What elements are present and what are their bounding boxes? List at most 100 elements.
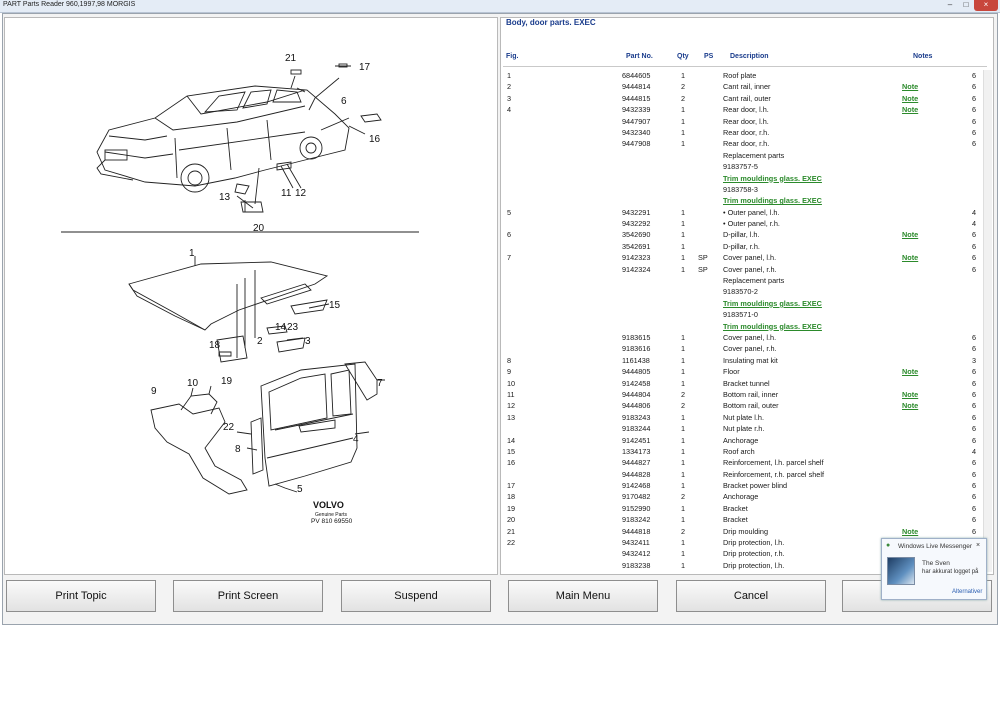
row-part-no: 9432411	[622, 538, 650, 548]
row-description[interactable]: Trim mouldings glass. EXEC	[723, 298, 822, 308]
row-value: 6	[972, 435, 977, 445]
callout-22: 22	[223, 422, 235, 433]
row-description: Rear door, r.h.	[723, 127, 770, 137]
row-fig: 3	[507, 93, 512, 103]
row-value: 6	[972, 344, 977, 354]
table-row[interactable]: 9183757-5	[500, 161, 990, 172]
row-description[interactable]: Trim mouldings glass. EXEC	[723, 321, 822, 331]
row-fig: 9	[507, 367, 512, 377]
main-menu-button[interactable]: Main Menu	[508, 580, 658, 612]
row-description: Roof arch	[723, 446, 755, 456]
table-row[interactable]: Replacement parts	[500, 275, 990, 286]
table-row[interactable]: Trim mouldings glass. EXEC	[500, 173, 990, 184]
row-qty: 1	[681, 219, 686, 229]
parts-scrollbar[interactable]	[983, 70, 992, 572]
row-value: 6	[972, 515, 977, 525]
cancel-button[interactable]: Cancel	[676, 580, 826, 612]
toast-options-link[interactable]: Alternativer	[952, 589, 983, 595]
table-row[interactable]: Trim mouldings glass. EXEC	[500, 321, 990, 332]
table-row[interactable]: Trim mouldings glass. EXEC	[500, 195, 990, 206]
row-note-link[interactable]: Note	[902, 93, 919, 103]
maximize-icon[interactable]: □	[963, 0, 969, 9]
row-description: 9183571-0	[723, 310, 758, 320]
row-description[interactable]: Trim mouldings glass. EXEC	[723, 196, 822, 206]
row-part-no: 1334173	[622, 446, 651, 456]
row-note-link[interactable]: Note	[902, 82, 919, 92]
minimize-icon[interactable]: –	[947, 0, 953, 9]
toast-close-icon[interactable]: ×	[976, 542, 981, 549]
row-description: 9183570-2	[723, 287, 758, 297]
row-part-no: 9444805	[622, 367, 651, 377]
messenger-notification[interactable]: ● Windows Live Messenger × The Sven har …	[881, 538, 987, 600]
table-row[interactable]: Trim mouldings glass. EXEC	[500, 298, 990, 309]
table-row[interactable]: 9183758-3	[500, 184, 990, 195]
table-row[interactable]: 9183570-2	[500, 286, 990, 297]
suspend-button[interactable]: Suspend	[341, 580, 491, 612]
row-ps: SP	[698, 253, 708, 263]
row-fig: 16	[507, 458, 516, 468]
row-description: Drip moulding	[723, 526, 769, 536]
row-note-link[interactable]: Note	[902, 105, 919, 115]
row-qty: 1	[681, 503, 686, 513]
table-row[interactable]: 9183571-0	[500, 309, 990, 320]
row-part-no: 9444828	[622, 469, 651, 479]
row-description[interactable]: Trim mouldings glass. EXEC	[723, 173, 822, 183]
print-topic-button[interactable]: Print Topic	[6, 580, 156, 612]
close-icon[interactable]: ×	[974, 0, 998, 11]
table-row[interactable]: Replacement parts	[500, 150, 990, 161]
print-screen-button[interactable]: Print Screen	[173, 580, 323, 612]
row-note-link[interactable]: Note	[902, 389, 919, 399]
row-note-link[interactable]: Note	[902, 230, 919, 240]
callout-19: 19	[221, 376, 233, 387]
row-part-no: 9183244	[622, 424, 651, 434]
callout-13: 13	[219, 192, 231, 203]
row-note-link[interactable]: Note	[902, 526, 919, 536]
row-note-link[interactable]: Note	[902, 253, 919, 263]
row-note-link[interactable]: Note	[902, 367, 919, 377]
row-value: 6	[972, 458, 977, 468]
window-titlebar[interactable]: PART Parts Reader 960,1997,98 MORGIS – □…	[0, 0, 1000, 13]
row-note-link[interactable]: Note	[902, 401, 919, 411]
row-qty: 1	[681, 571, 685, 572]
row-description: Rear door, r.h.	[723, 139, 770, 149]
row-part-no: 9142458	[622, 378, 651, 388]
row-description: Rear door, l.h.	[723, 105, 769, 115]
row-qty: 2	[681, 389, 686, 399]
callout-4: 4	[353, 434, 359, 445]
col-ps: PS	[704, 53, 714, 60]
